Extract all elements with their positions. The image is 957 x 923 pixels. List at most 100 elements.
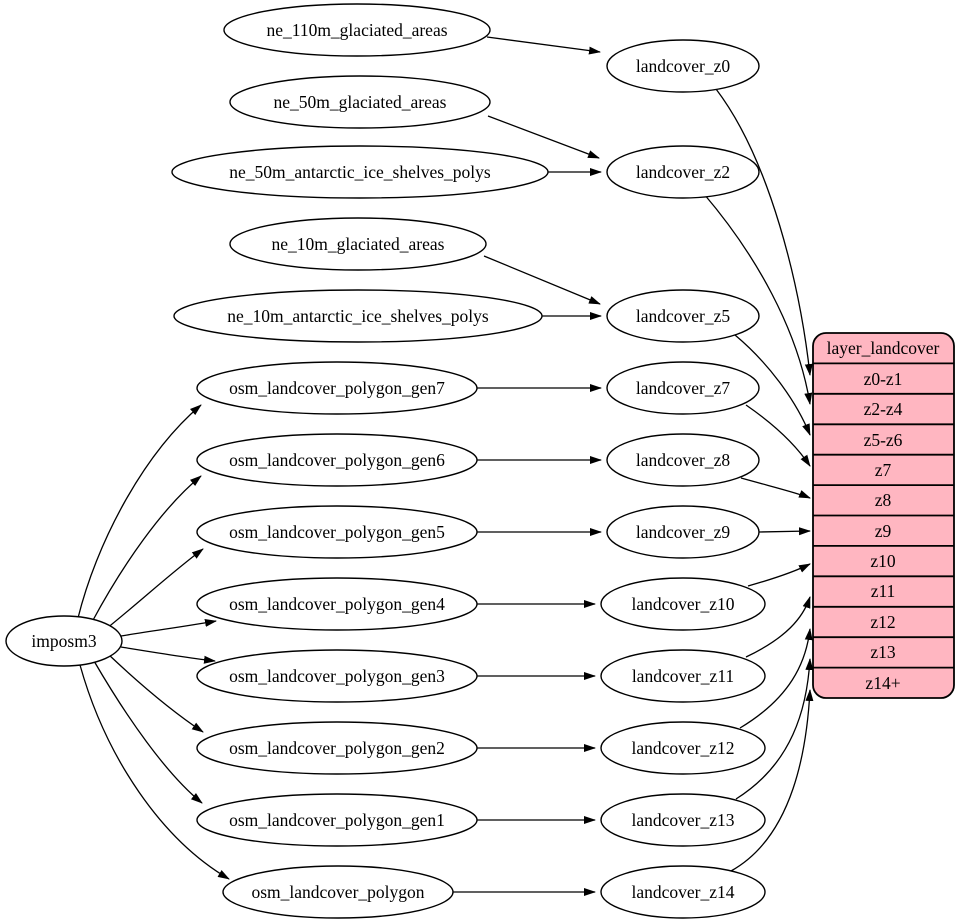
edge-ne10m-glaciated-to-landcover-z5 [483, 255, 601, 305]
source-label: ne_10m_glaciated_areas [272, 234, 445, 254]
source-ellipse [223, 3, 491, 57]
node-landcover-z14: landcover_z14 [600, 865, 766, 919]
table-row-z0-z1: z0-z1 [864, 369, 903, 389]
edge-landcover-z10-to-row-z10 [747, 563, 811, 587]
imposm3-ellipse [5, 615, 123, 667]
table-row-z13: z13 [870, 642, 896, 662]
intermediate-ellipse [600, 865, 766, 919]
edge-landcover-z13-to-row-z13 [735, 658, 814, 800]
intermediate-ellipse [606, 433, 760, 487]
edge-imposm3-to-gen4 [120, 618, 217, 637]
source-label: osm_landcover_polygon_gen5 [229, 522, 445, 542]
table-row-z2-z4: z2-z4 [864, 399, 903, 419]
node-osm-landcover-polygon-gen2: osm_landcover_polygon_gen2 [196, 721, 478, 775]
node-ne-50m-antarctic-ice-shelves-polys: ne_50m_antarctic_ice_shelves_polys [171, 145, 549, 199]
edge-landcover-z5-to-row-z5-z6 [734, 334, 811, 436]
layer-landcover-table: layer_landcover z0-z1 z2-z4 z5-z6 z7 z8 … [812, 332, 955, 699]
intermediate-ellipse [606, 289, 760, 343]
node-osm-landcover-polygon-gen7: osm_landcover_polygon_gen7 [196, 361, 478, 415]
source-label: osm_landcover_polygon_gen1 [229, 810, 445, 830]
table-row-z7: z7 [875, 460, 892, 480]
edge-imposm3-to-gen2 [107, 653, 204, 733]
source-label: ne_10m_antarctic_ice_shelves_polys [227, 306, 489, 326]
node-landcover-z2: landcover_z2 [606, 145, 760, 199]
intermediate-label: landcover_z7 [636, 378, 731, 398]
source-label: osm_landcover_polygon_gen7 [229, 378, 445, 398]
source-label: osm_landcover_polygon_gen2 [229, 738, 445, 758]
source-label: ne_50m_antarctic_ice_shelves_polys [229, 162, 491, 182]
source-ellipse [196, 577, 478, 631]
node-landcover-z11: landcover_z11 [600, 649, 766, 703]
node-landcover-z7: landcover_z7 [606, 361, 760, 415]
edge-landcover-z0-to-row-z0-z1 [715, 88, 813, 376]
source-ellipse [196, 721, 478, 775]
edge-imposm3-to-polygon [79, 664, 230, 880]
intermediate-label: landcover_z5 [636, 306, 731, 326]
node-ne-110m-glaciated-areas: ne_110m_glaciated_areas [223, 3, 491, 57]
node-landcover-z10: landcover_z10 [600, 577, 766, 631]
node-osm-landcover-polygon-gen3: osm_landcover_polygon_gen3 [196, 649, 478, 703]
node-osm-landcover-polygon: osm_landcover_polygon [222, 865, 454, 919]
intermediate-label: landcover_z9 [636, 522, 731, 542]
source-ellipse [173, 289, 543, 343]
source-label: osm_landcover_polygon_gen6 [229, 450, 445, 470]
source-ellipse [196, 793, 478, 847]
node-ne-10m-antarctic-ice-shelves-polys: ne_10m_antarctic_ice_shelves_polys [173, 289, 543, 343]
node-ne-50m-glaciated-areas: ne_50m_glaciated_areas [229, 75, 491, 129]
node-landcover-z0: landcover_z0 [606, 39, 760, 93]
source-ellipse [229, 217, 487, 271]
intermediate-ellipse [600, 577, 766, 631]
intermediate-label: landcover_z10 [631, 594, 734, 614]
edges-imposm3 [77, 404, 230, 880]
table-row-z12: z12 [870, 612, 895, 632]
edge-ne110m-to-landcover-z0 [486, 36, 601, 55]
node-landcover-z12: landcover_z12 [600, 721, 766, 775]
intermediate-ellipse [606, 361, 760, 415]
intermediate-label: landcover_z12 [631, 738, 734, 758]
source-label: osm_landcover_polygon [251, 882, 424, 902]
edges-to-layer [703, 88, 814, 872]
node-imposm3: imposm3 [5, 615, 123, 667]
edge-landcover-z7-to-row-z7 [745, 404, 811, 467]
node-landcover-z9: landcover_z9 [606, 505, 760, 559]
intermediate-ellipse [606, 39, 760, 93]
node-osm-landcover-polygon-gen4: osm_landcover_polygon_gen4 [196, 577, 478, 631]
source-ellipse [196, 433, 478, 487]
edge-landcover-z2-to-row-z2-z4 [703, 193, 813, 405]
edges-sources [453, 36, 602, 896]
source-label: ne_50m_glaciated_areas [274, 92, 447, 112]
source-ellipse [196, 649, 478, 703]
node-ne-10m-glaciated-areas: ne_10m_glaciated_areas [229, 217, 487, 271]
intermediate-ellipse [600, 793, 766, 847]
table-row-z10: z10 [870, 551, 896, 571]
edge-ne50m-glaciated-to-landcover-z2 [487, 115, 600, 159]
table-row-z5-z6: z5-z6 [864, 430, 903, 450]
table-row-z11: z11 [871, 581, 896, 601]
edge-imposm3-to-gen5 [105, 548, 204, 630]
edge-landcover-z8-to-row-z8 [740, 477, 811, 499]
node-landcover-z5: landcover_z5 [606, 289, 760, 343]
intermediate-label: landcover_z13 [631, 810, 734, 830]
imposm3-label: imposm3 [31, 631, 96, 651]
edge-landcover-z11-to-row-z11 [745, 596, 811, 658]
node-landcover-z13: landcover_z13 [600, 793, 766, 847]
intermediate-label: landcover_z0 [636, 56, 731, 76]
table-row-z8: z8 [875, 490, 892, 510]
table-row-z9: z9 [875, 521, 892, 541]
source-ellipse [196, 361, 478, 415]
source-label: ne_110m_glaciated_areas [266, 20, 447, 40]
edge-landcover-z14-to-row-z14plus [730, 689, 814, 872]
intermediate-label: landcover_z2 [636, 162, 730, 182]
node-landcover-z8: landcover_z8 [606, 433, 760, 487]
source-ellipse [222, 865, 454, 919]
node-osm-landcover-polygon-gen6: osm_landcover_polygon_gen6 [196, 433, 478, 487]
source-label: osm_landcover_polygon_gen3 [229, 666, 445, 686]
intermediate-ellipse [606, 505, 760, 559]
edge-imposm3-to-gen3 [120, 646, 216, 664]
source-label: osm_landcover_polygon_gen4 [229, 594, 445, 614]
intermediate-ellipse [600, 649, 766, 703]
source-ellipse [196, 505, 478, 559]
source-ellipse [171, 145, 549, 199]
intermediate-label: landcover_z11 [632, 666, 734, 686]
source-ellipse [229, 75, 491, 129]
